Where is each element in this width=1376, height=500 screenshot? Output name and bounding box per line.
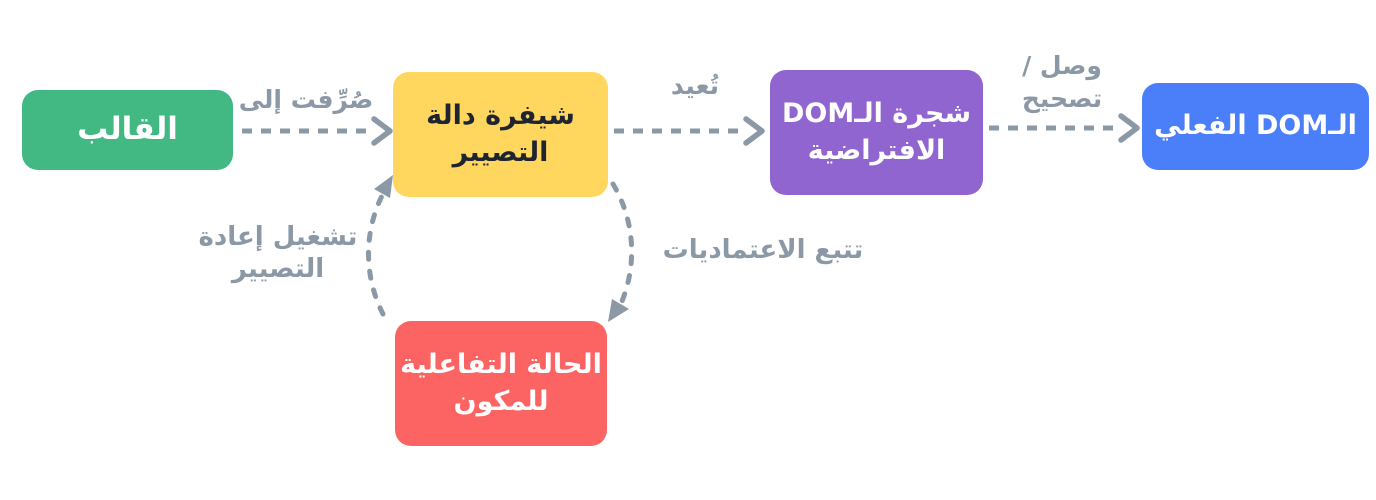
edge-label-mount-patch: وصل / تصحيح (992, 50, 1132, 115)
node-render-function-line1: شيفرة دالة (426, 100, 575, 132)
dashed-arc (610, 181, 635, 311)
node-actual-dom-label: الـDOM الفعلي (1154, 110, 1357, 142)
node-render-function-code: شيفرة دالة التصيير (393, 72, 608, 197)
edge-label-mount-patch-line2: تصحيح (1021, 83, 1103, 113)
node-template-label: القالب (77, 111, 178, 148)
edge-label-trigger-rerender: تشغيل إعادة التصيير (198, 222, 358, 285)
edge-label-trigger-rerender-line2: التصيير (231, 253, 325, 284)
edge-returns (614, 116, 765, 146)
edge-track-dependencies (608, 181, 635, 322)
arrowhead-up-icon (374, 175, 393, 198)
node-actual-dom: الـDOM الفعلي (1142, 83, 1369, 170)
arrowhead-down-icon (608, 299, 629, 322)
dashed-arc (366, 187, 388, 317)
edge-label-track-dependencies: تتبع الاعتماديات (662, 235, 864, 265)
node-virtual-dom-line1: شجرة الـDOM (782, 98, 972, 130)
edge-compiled-to (242, 116, 393, 146)
edge-label-compiled-to: صُرِّفت إلى (238, 85, 374, 114)
node-reactive-state-line2: للمكون (453, 385, 549, 417)
edge-label-returns: تُعيد (670, 71, 720, 100)
node-reactive-state: الحالة التفاعلية للمكون (395, 321, 607, 446)
edge-label-trigger-rerender-line1: تشغيل إعادة (198, 222, 358, 252)
arrowhead-right-icon (1118, 113, 1140, 143)
edge-label-mount-patch-line1: وصل / (1022, 51, 1102, 80)
node-virtual-dom-line2: الافتراضية (807, 134, 946, 166)
node-template: القالب (22, 90, 233, 170)
node-virtual-dom-tree: شجرة الـDOM الافتراضية (770, 70, 983, 195)
node-render-function-line2: التصيير (452, 136, 549, 168)
arrowhead-right-icon (371, 116, 393, 146)
node-reactive-state-line1: الحالة التفاعلية (400, 349, 602, 381)
edge-trigger-rerender (366, 175, 393, 317)
arrowhead-right-icon (743, 116, 765, 146)
edge-mount-patch (989, 113, 1140, 143)
